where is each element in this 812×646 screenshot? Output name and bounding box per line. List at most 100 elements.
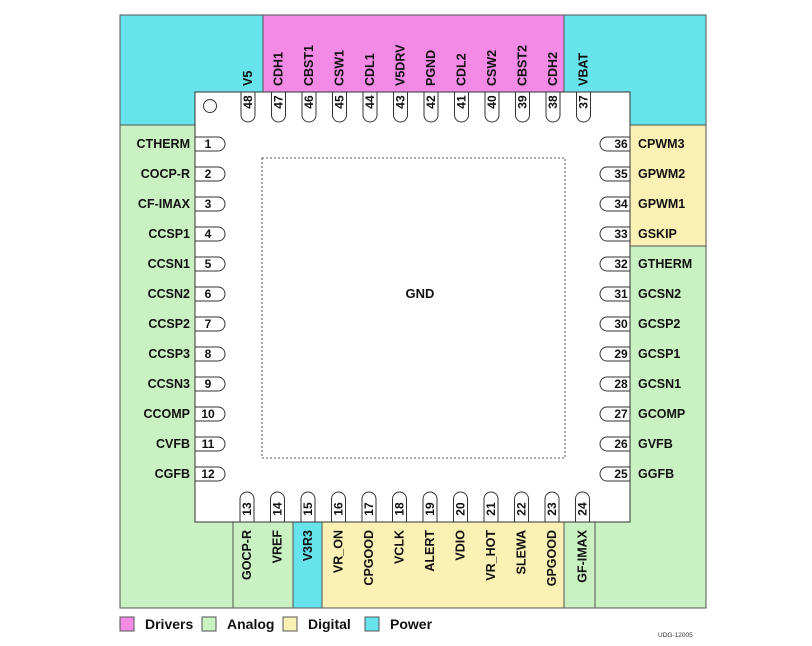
pin-5: 5 CCSN1	[148, 256, 226, 272]
pin-29: 29 GCSP1	[599, 346, 680, 362]
pin-number: 37	[577, 95, 591, 109]
pin-pad	[576, 91, 591, 123]
pin-name: GCSN1	[638, 377, 681, 391]
pin-name: SLEWA	[515, 530, 529, 574]
pin-number: 28	[614, 377, 628, 391]
pin-number: 2	[205, 167, 212, 181]
pin-name: GSKIP	[638, 227, 677, 241]
pin-pad	[300, 491, 316, 523]
pin-number: 47	[272, 95, 286, 109]
pin-number: 7	[205, 317, 212, 331]
pin-pad	[270, 491, 285, 523]
pin-pad	[393, 91, 408, 123]
pin-pad	[194, 436, 226, 452]
footnote: UDG-12005	[658, 632, 693, 639]
pin-number: 44	[363, 95, 377, 109]
pin-number: 36	[614, 137, 628, 151]
legend-label: Digital	[308, 616, 351, 632]
pin-name: CSW1	[333, 50, 347, 86]
pin-pad	[599, 406, 631, 422]
pin-3: 3CF-IMAX	[138, 196, 226, 212]
pin-number: 34	[614, 197, 628, 211]
pin1-indicator-icon	[203, 99, 217, 113]
pin-name: GPGOOD	[545, 530, 559, 586]
pin-pad	[240, 91, 256, 123]
thermal-pad-outline	[261, 157, 566, 459]
pin-name: PGND	[424, 50, 438, 86]
pin-pad	[392, 491, 407, 523]
pin-pad	[515, 91, 530, 123]
pin-number: 23	[545, 502, 559, 516]
pin-number: 5	[205, 257, 212, 271]
pin-pad	[514, 491, 529, 523]
pin-name: GCSP1	[638, 347, 680, 361]
pin-number: 18	[393, 502, 407, 516]
pin-pad	[599, 166, 631, 182]
pin-number: 31	[614, 287, 628, 301]
pin-number: 6	[205, 287, 212, 301]
pin-pad	[239, 491, 255, 523]
pin-number: 8	[205, 347, 212, 361]
pin-pad	[331, 491, 346, 523]
pin-pad	[599, 196, 631, 212]
pin-name: ALERT	[423, 530, 437, 572]
legend-item-digital: Digital	[282, 616, 351, 632]
pin-number: 30	[614, 317, 628, 331]
pin-pad	[599, 316, 631, 332]
pin-pad	[194, 466, 226, 482]
pin-number: 22	[515, 502, 529, 516]
pin-number: 3	[205, 197, 212, 211]
pin-name: CCSP3	[148, 347, 190, 361]
pin-name: CBST1	[302, 45, 316, 86]
legend-label: Analog	[227, 616, 274, 632]
pin-number: 14	[271, 502, 285, 516]
pin-pad	[599, 376, 631, 392]
pin-pad	[194, 286, 226, 302]
pin-number: 42	[424, 95, 438, 109]
pin-39: 39 CBST2	[515, 45, 530, 123]
pin-pad	[194, 346, 226, 362]
pin-name: VDIO	[454, 530, 468, 561]
pin-name: CDL2	[455, 53, 469, 86]
pin-name: VR_ON	[332, 530, 346, 573]
pin-name: CCSP2	[148, 317, 190, 331]
pin-name: CCSN1	[148, 257, 190, 271]
pin-number: 27	[614, 407, 628, 421]
pin-name: V5	[241, 71, 255, 86]
pin-pad	[545, 91, 561, 123]
pin-pad	[194, 316, 226, 332]
legend-swatch	[201, 616, 217, 632]
pin-pad	[454, 91, 469, 123]
pin-number: 29	[614, 347, 628, 361]
pin-name: CBST2	[516, 45, 530, 86]
pin-number: 41	[455, 95, 469, 109]
pin-number: 39	[516, 95, 530, 109]
pin-number: 11	[202, 437, 215, 451]
pin-pad	[599, 436, 631, 452]
pin-name: CCOMP	[143, 407, 190, 421]
legend-swatch	[119, 616, 135, 632]
pin-pad	[453, 491, 468, 523]
pin-name: V5DRV	[394, 44, 408, 86]
legend-label: Drivers	[145, 616, 193, 632]
center-gnd-label: GND	[406, 286, 435, 301]
